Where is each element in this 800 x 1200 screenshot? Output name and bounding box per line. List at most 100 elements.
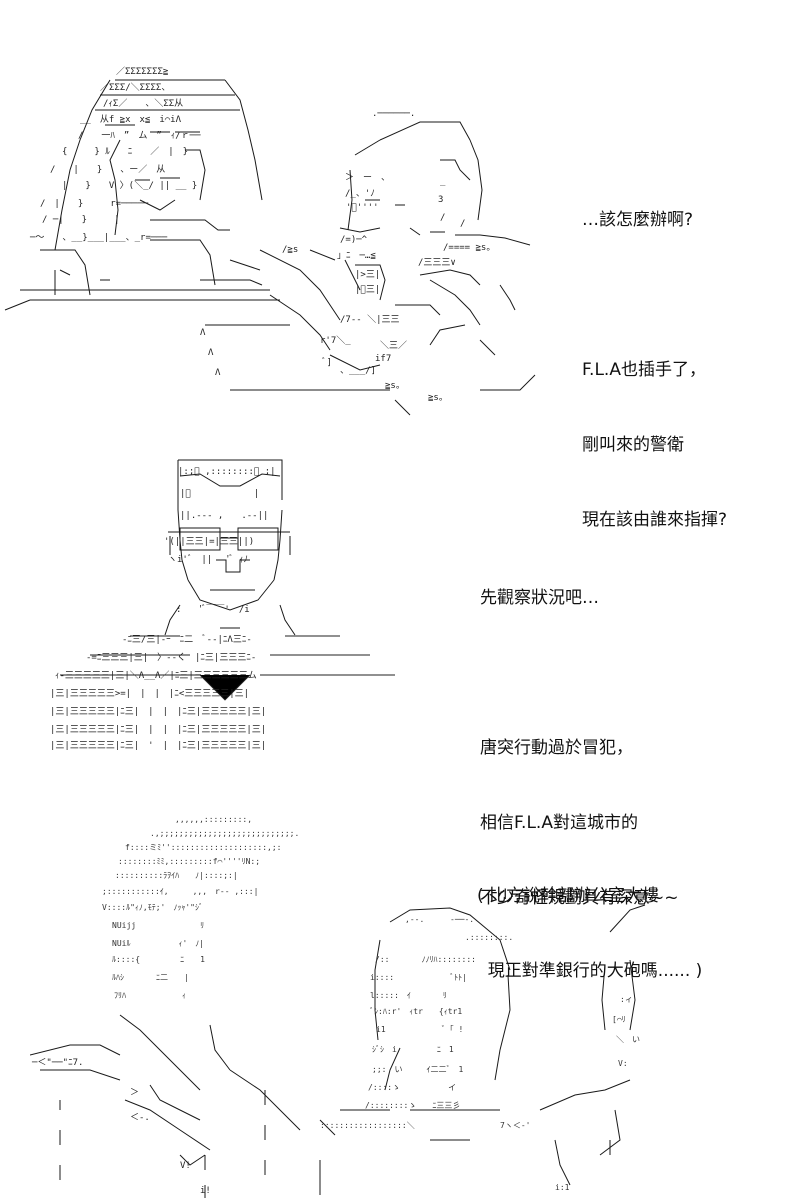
ascii-art-three-characters: ,,,,,,:::::::::, .,;;;;;;;;;;;;;;;;;;;;;… <box>30 810 690 1200</box>
svg-text:/ ─| } |: / ─| } | <box>42 215 120 225</box>
svg-text:f::::ミﾐ''::::::::::::::::::::,: f::::ミﾐ''::::::::::::::::::::,;: <box>125 843 282 852</box>
svg-text:/::::::::ゝ ﾆ三三彡: /::::::::ゝ ﾆ三三彡 <box>365 1101 460 1110</box>
svg-text:|三|三三三三三|ﾆ三| | | |ﾆ三|三三三三三|三|: |三|三三三三三|ﾆ三| | | |ﾆ三|三三三三三|三| <box>50 707 266 717</box>
svg-text:、___/]: 、___/] <box>340 366 376 376</box>
svg-text:::::::::::ﾗｦｲﾊ ﾉ|::::;:|: ::::::::::ﾗｦｲﾊ ﾉ|::::;:| <box>115 871 238 880</box>
svg-text:ｼﾞｼ i ﾆ 1: ｼﾞｼ i ﾆ 1 <box>372 1045 454 1054</box>
svg-text:__ 从f ≧x x≦ i⌒iΛ: __ 从f ≧x x≦ i⌒iΛ <box>80 114 182 125</box>
panel-2: |:;ﾞ ,::::::::、 ;| |ﾞ | ||.--- , .--|| '… <box>0 440 800 908</box>
svg-text:/: / <box>440 213 445 223</box>
svg-text:.──────.: .──────. <box>372 109 415 119</box>
svg-text::ィ: :ィ <box>620 995 633 1004</box>
svg-text:,,,,,,:::::::::,: ,,,,,,:::::::::, <box>175 815 252 824</box>
svg-text:i:1: i:1 <box>555 1183 570 1192</box>
svg-text:ﾞ]: ﾞ] <box>322 357 332 368</box>
svg-text:-=ﾆ三三三|三| 〉-‐く |ﾆ三|三三三ﾆ-: -=ﾆ三三三|三| 〉-‐く |ﾆ三|三三三ﾆ- <box>86 652 256 663</box>
svg-text:/::::ゝ イ: /::::ゝ イ <box>368 1083 456 1092</box>
svg-text:─＜"──"ﾆ7.: ─＜"──"ﾆ7. <box>31 1058 83 1068</box>
dialogue-caption: ( 比方說幹部辦公室大樓 現正對準銀行的大砲嗎...... ) <box>477 834 702 1034</box>
svg-text:ﾌﾘﾊ ｨ: ﾌﾘﾊ ｨ <box>114 991 186 1000</box>
svg-text:／ΣΣΣ/＼ΣΣΣΣ、: ／ΣΣΣ/＼ΣΣΣΣ、 <box>100 82 170 93</box>
svg-text:ﾙ::::{ ﾆ 1: ﾙ::::{ ﾆ 1 <box>112 955 205 964</box>
caption-line: ( 比方說幹部辦公室大樓 <box>477 886 660 906</box>
svg-text:3: 3 <box>438 195 443 205</box>
svg-text:Λ: Λ <box>208 348 214 358</box>
svg-text:-ﾆ三/三|-ｰ ﾆ二 ﾞ--|ﾆΛ三ﾆ-: -ﾆ三/三|-ｰ ﾆ二 ﾞ--|ﾆΛ三ﾆ- <box>122 634 252 645</box>
svg-text:7ヽ＜-': 7ヽ＜-' <box>500 1121 530 1130</box>
svg-text:＞: ＞ <box>130 1088 139 1098</box>
svg-text:/≧s: /≧s <box>282 245 298 255</box>
svg-text:.::::::::.: .::::::::. <box>465 933 513 942</box>
svg-text:─〜 、__}___|___、_r=───: ─〜 、__}___|___、_r=─── <box>29 233 168 243</box>
svg-text:::::::::::::::::::＼: ::::::::::::::::::＼ <box>320 1121 415 1130</box>
caption-line <box>582 283 727 308</box>
caption-line: …該怎麼辦啊? <box>582 210 694 230</box>
caption-line: 先觀察狀況吧… <box>480 588 599 608</box>
caption-line: 唐突行動過於冒犯， <box>480 738 633 758</box>
svg-text:/7-- ＼|三三: /7-- ＼|三三 <box>340 314 400 325</box>
svg-text:＼三／: ＼三／ <box>380 340 407 351</box>
svg-text:ヽi'ﾞ || 'ﾞ ｨﾉ: ヽi'ﾞ || 'ﾞ ｨﾉ <box>168 554 248 565</box>
svg-text:≧s。: ≧s。 <box>385 381 405 391</box>
caption-line: 不少奇怪規劃具有深意~~ <box>480 888 679 908</box>
svg-text:/: / <box>460 219 465 229</box>
svg-text:ﾙﾊｼ ﾆ二 |: ﾙﾊｼ ﾆ二 | <box>112 973 189 982</box>
svg-text:: 'ﾞ￣￣' /i: : 'ﾞ￣￣' /i <box>176 603 250 615</box>
svg-text:[⌒ﾘ: [⌒ﾘ <box>612 1015 626 1024</box>
svg-text:| } V 〉(＼_/ || __ }: | } V 〉(＼_/ || __ } <box>62 180 197 191</box>
svg-text:≧s。: ≧s。 <box>428 393 448 403</box>
svg-text:i:::: ﾞﾄﾄ|: i:::: ﾞﾄﾄ| <box>370 973 467 982</box>
svg-text:::::::::ﾐﾐ,:::::::::f⌒''''ﾘN:;: ::::::::ﾐﾐ,:::::::::f⌒''''ﾘN:; <box>118 857 260 866</box>
svg-text:」ﾆ ─…≦: 」ﾆ ─…≦ <box>337 251 376 261</box>
svg-text:/==== ≧s。: /==== ≧s。 <box>443 243 495 253</box>
caption-line: 相信F.L.A對這城市的 <box>480 813 638 833</box>
svg-text:/=)─^: /=)─^ <box>340 235 368 245</box>
svg-text:V::::ﾙ"ｨﾉ,ﾓﾃ;' ﾉｯｬ'"ｼﾞ: V::::ﾙ"ｨﾉ,ﾓﾃ;' ﾉｯｬ'"ｼﾞ <box>102 903 203 912</box>
caption-line: 剛叫來的警衛 <box>582 435 684 455</box>
caption-line: 現在該由誰來指揮? <box>582 510 728 530</box>
svg-text:＜-.: ＜-. <box>130 1113 150 1123</box>
svg-text:/三三三∨: /三三三∨ <box>418 258 456 268</box>
svg-text:|三|三三三三三|ﾆ三| | | |ﾆ三|三三三三三|三|: |三|三三三三三|ﾆ三| | | |ﾆ三|三三三三三|三| <box>50 725 266 735</box>
caption-line: 現正對準銀行的大砲嗎...... ) <box>477 961 703 981</box>
svg-text:Λ: Λ <box>215 368 221 378</box>
svg-text:i1 ﾞ「 !: i1 ﾞ「 ! <box>376 1025 463 1034</box>
svg-text:||.--- , .--||: ||.--- , .--|| <box>180 511 268 521</box>
svg-text:|三|三三三三三|ﾆ三| ' | |ﾆ三|三三三三三|三|: |三|三三三三三|ﾆ三| ' | |ﾆ三|三三三三三|三| <box>50 741 266 750</box>
svg-text:|>三|: |>三| <box>355 270 380 280</box>
svg-text:/_、'ﾉ: /_、'ﾉ <box>345 189 375 199</box>
svg-text:＼ い: ＼ い <box>616 1035 640 1044</box>
caption-line <box>480 661 679 686</box>
svg-text:{ } ﾙ ﾆ ／ | }: { } ﾙ ﾆ ／ | } <box>62 146 188 157</box>
svg-text:;;: い ｲ二二ﾞ 1: ;;: い ｲ二二ﾞ 1 <box>372 1065 463 1074</box>
svg-text:|ﾞ三|: |ﾞ三| <box>355 285 380 295</box>
svg-text:l::::: ｲ ﾘ: l::::: ｲ ﾘ <box>370 991 447 1000</box>
svg-text:/ 一ﾊ ” ム ” ｨ/ｒ──: / 一ﾊ ” ム ” ｨ/ｒ── <box>78 130 201 141</box>
svg-text:＞ ー 、: ＞ ー 、 <box>345 173 390 183</box>
ascii-art-suited-man-with-glasses: |:;ﾞ ,::::::::、 ;| |ﾞ | ||.--- , .--|| '… <box>30 450 420 750</box>
svg-text:V:: V: <box>618 1059 628 1068</box>
svg-text:;:::::::::::ｲ, ,,, r-- ,:::|: ;:::::::::::ｲ, ,,, r-- ,:::| <box>102 887 258 896</box>
svg-text:'ﾞ'''': 'ﾞ'''' <box>346 203 379 213</box>
svg-text:_: _ <box>440 177 446 187</box>
svg-text:V!: V! <box>180 1161 191 1171</box>
svg-text:／ΣΣΣΣΣΣΣ≧: ／ΣΣΣΣΣΣΣ≧ <box>116 66 169 77</box>
svg-text:|:;ﾞ ,::::::::、 ;|: |:;ﾞ ,::::::::、 ;| <box>178 467 276 477</box>
svg-text:i!: i! <box>200 1186 211 1196</box>
caption-line: F.L.A也插手了， <box>582 360 706 380</box>
svg-text:r'7＼_: r'7＼_ <box>320 335 351 346</box>
ascii-art-two-characters-talking: ／ΣΣΣΣΣΣΣ≧ ／ΣΣΣ/＼ΣΣΣΣ、 /ｨΣ／ 、＼ΣΣ从 __ 从f ≧… <box>0 60 560 420</box>
svg-text:|三|三三三三三>=| | | |ﾆ<三三三三三|三|: |三|三三三三三>=| | | |ﾆ<三三三三三|三| <box>50 689 249 699</box>
svg-text:-──-.: -──-. <box>450 915 474 924</box>
svg-text:/ｨΣ／ 、＼ΣΣ从: /ｨΣ／ 、＼ΣΣ从 <box>103 98 183 109</box>
svg-text:Λ: Λ <box>200 328 206 338</box>
svg-text:.,;;;;;;;;;;;;;;;;;;;;;;;;;;;;: .,;;;;;;;;;;;;;;;;;;;;;;;;;;;;. <box>150 829 299 838</box>
svg-text:/ | } 、ー／ 从: / | } 、ー／ 从 <box>50 164 165 175</box>
svg-text:NUijj ﾘ: NUijj ﾘ <box>112 921 204 930</box>
svg-text:/:: ﾉﾉﾘﾊ::::::::: /:: ﾉﾉﾘﾊ:::::::: <box>375 955 476 964</box>
svg-text:,--.: ,--. <box>405 915 424 924</box>
panel-1: ／ΣΣΣΣΣΣΣ≧ ／ΣΣΣ/＼ΣΣΣΣ、 /ｨΣ／ 、＼ΣΣ从 __ 从f ≧… <box>0 40 800 530</box>
svg-text:/ | } r=─────: / | } r=───── <box>40 199 149 209</box>
svg-text:ﾞｼ:ﾊ:r' ｨtr {ｨtr1: ﾞｼ:ﾊ:r' ｨtr {ｨtr1 <box>370 1007 462 1016</box>
panel-3: ,,,,,,:::::::::, .,;;;;;;;;;;;;;;;;;;;;;… <box>0 800 800 1200</box>
